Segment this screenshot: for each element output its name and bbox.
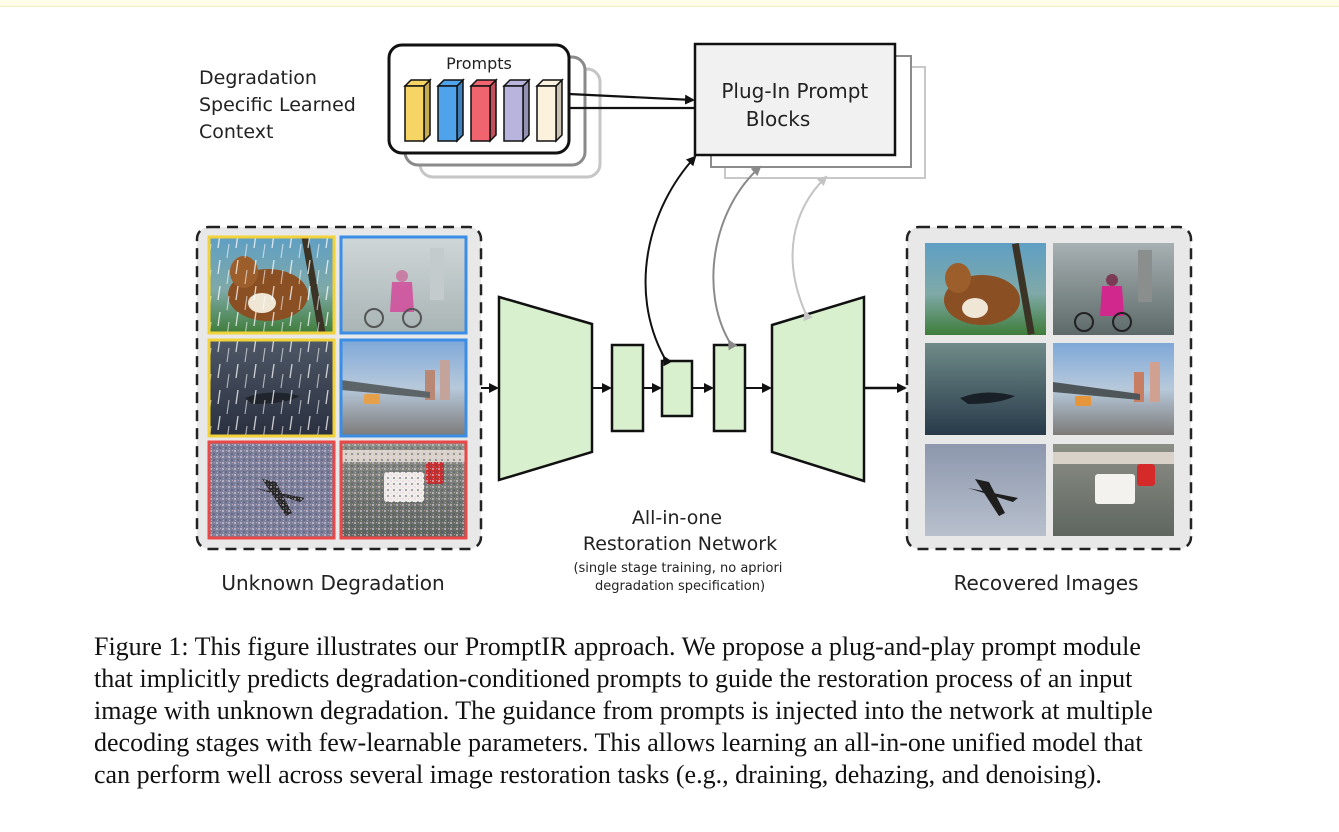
restoration-network [481, 295, 907, 483]
recovered-race-cars-image [1053, 444, 1174, 536]
prompts-to-blocks-arrow [568, 92, 695, 105]
hazy-cyclist-image [339, 235, 468, 335]
caption-line: image with unknown degradation. The guid… [94, 696, 1153, 725]
promptir-figure: Degradation Specific Learned Context Pro… [195, 42, 1193, 595]
plugin-label: Plug-In Prompt Blocks [721, 79, 874, 131]
top-highlight-band [0, 0, 1339, 7]
prompt-component [403, 78, 432, 143]
prompt-component [502, 78, 531, 143]
prompts-box: Prompts [387, 43, 602, 179]
caption-line: decoding stages with few-learnable param… [94, 728, 1143, 757]
caption-line: that implicitly predicts degradation-con… [94, 664, 1133, 693]
recovered-dog-image [925, 243, 1046, 335]
unknown-degradation-panel [195, 225, 483, 551]
encoder-block [497, 295, 594, 482]
caption-line: Figure 1: This figure illustrates our Pr… [94, 632, 1141, 661]
prompt-component [469, 78, 498, 143]
noisy-race-cars-image [339, 440, 468, 540]
prompt-injection-arrow-2 [712, 165, 762, 351]
bottleneck-stage [660, 359, 694, 418]
recovered-airplane-image [925, 444, 1046, 536]
recovered-images-label: Recovered Images [954, 571, 1139, 595]
prompt-injection-arrow-3 [791, 175, 828, 322]
prompt-component [535, 78, 564, 143]
recovered-sea-image [925, 343, 1046, 435]
recovered-city-road-image [1053, 343, 1174, 435]
figure-caption: Figure 1: This figure illustrates our Pr… [94, 631, 1294, 791]
network-note: (single stage training, no apriori degra… [573, 561, 786, 594]
recovered-images-panel [905, 225, 1193, 551]
unknown-degradation-label: Unknown Degradation [221, 571, 444, 595]
hazy-city-road-image [339, 338, 468, 438]
decoder-block [770, 295, 866, 483]
prompt-components [403, 78, 564, 143]
recovered-cyclist-image [1053, 243, 1174, 335]
prompt-component [436, 78, 465, 143]
caption-line: can perform well across several image re… [94, 760, 1102, 789]
prompts-title: Prompts [446, 54, 512, 73]
rainy-sea-image [207, 338, 336, 438]
plugin-prompt-blocks: Plug-In Prompt Blocks [693, 42, 926, 179]
encoder-stage [610, 343, 645, 433]
noisy-airplane-image [207, 440, 336, 540]
rainy-dog-image [207, 235, 336, 335]
prompt-injection-arrow-1 [644, 155, 697, 367]
network-label: All-in-one Restoration Network [583, 507, 777, 555]
context-label: Degradation Specific Learned Context [199, 67, 362, 143]
decoder-stage [712, 343, 747, 433]
